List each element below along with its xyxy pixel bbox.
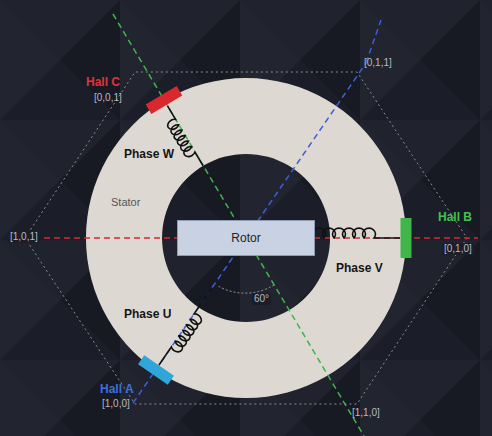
stator-region: StatorRotor (81, 78, 401, 398)
angle-arc (218, 285, 274, 293)
phase-coil (304, 228, 400, 238)
hall-b-axis (113, 14, 364, 436)
node-text: Rotor (231, 231, 260, 245)
hall-label: Hall B (436, 211, 474, 225)
hall-sensor (401, 218, 412, 258)
state-code: [1,1,0] (350, 407, 382, 419)
node-text: Stator (111, 196, 140, 208)
phase-label: Phase W (122, 148, 176, 162)
state-code: [1,0,1] (8, 231, 40, 243)
phase-label: Phase V (334, 262, 385, 276)
hall-label: Hall A (98, 383, 136, 397)
hall-label: Hall C (84, 76, 122, 90)
state-code: [1,0,0] (100, 398, 132, 410)
hall-a-axis (366, 20, 381, 63)
hall-a-axis (133, 63, 366, 403)
coils (158, 106, 400, 371)
phase-coil (158, 106, 203, 172)
hall-sensor (146, 86, 183, 114)
state-code: [0,1,1] (362, 57, 394, 69)
state-code: [0,0,1] (92, 92, 124, 104)
state-code: [0,1,0] (442, 243, 474, 255)
state-hexagon (25, 72, 467, 404)
hall-sensor (138, 355, 174, 384)
angle-label: 60° (252, 293, 271, 305)
rotor-box: Rotor (177, 220, 315, 256)
phase-coil (159, 289, 220, 371)
phase-label: Phase U (122, 308, 173, 322)
